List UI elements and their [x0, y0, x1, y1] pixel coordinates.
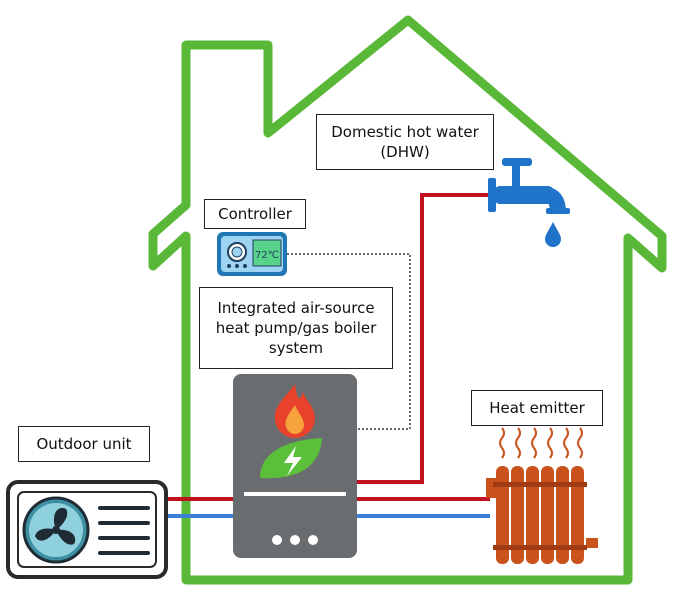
flame-icon [274, 384, 316, 438]
controller-device: 72℃ [217, 232, 287, 276]
dhw-label-line-1: Domestic hot water [331, 123, 479, 141]
radiator [486, 427, 598, 564]
system-label-line-1: Integrated air-source [217, 299, 375, 317]
system-label-line-2: heat pump/gas boiler [215, 319, 377, 337]
fan-icon [22, 496, 90, 564]
heat-emitter-label: Heat emitter [471, 390, 603, 426]
house-outline [148, 15, 667, 585]
outdoor-unit-label: Outdoor unit [18, 426, 150, 462]
water-drop-icon [545, 222, 561, 247]
lightning-icon [284, 446, 302, 476]
controller-display: 72℃ [255, 250, 279, 261]
system-label: Integrated air-source heat pump/gas boil… [199, 287, 393, 369]
tap-icon [488, 158, 570, 214]
control-wire [287, 253, 411, 430]
dhw-label: Domestic hot water (DHW) [316, 114, 494, 170]
controller-label: Controller [204, 199, 306, 229]
dhw-label-line-2: (DHW) [380, 143, 430, 161]
hot-pipe-dhw [357, 193, 490, 484]
leaf-icon [260, 438, 322, 479]
heat-waves-icon [499, 427, 583, 459]
boiler-unit [233, 374, 357, 558]
system-label-line-3: system [268, 339, 324, 357]
outdoor-unit [6, 480, 168, 579]
